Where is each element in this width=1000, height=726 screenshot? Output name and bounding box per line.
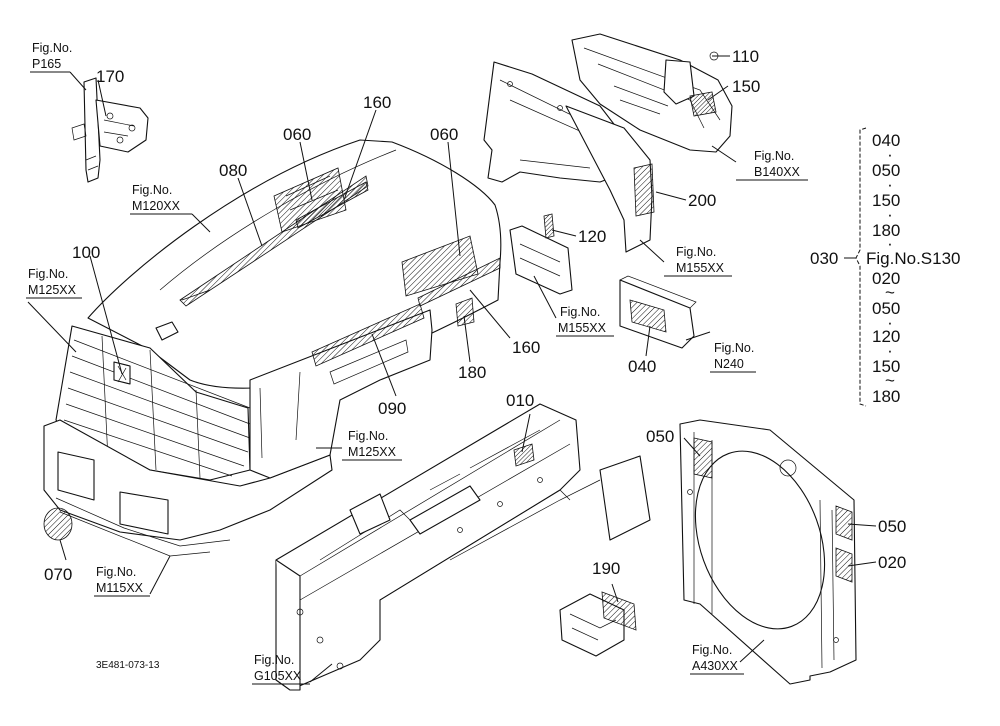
callout-040: 040 bbox=[628, 357, 656, 376]
fig-ref-m155-b-prefix: Fig.No. bbox=[560, 305, 600, 319]
fig-ref-m125-a[interactable]: M125XX bbox=[28, 283, 77, 297]
fig-ref-m120[interactable]: M120XX bbox=[132, 199, 181, 213]
callout-160-side: 160 bbox=[512, 338, 540, 357]
fig-ref-n240[interactable]: N240 bbox=[714, 357, 744, 371]
set-sep-3: · bbox=[887, 205, 893, 224]
callout-060-top: 060 bbox=[283, 125, 311, 144]
fig-ref-g105-prefix: Fig.No. bbox=[254, 653, 294, 667]
callout-160-top: 160 bbox=[363, 93, 391, 112]
callout-050-shroud: 050 bbox=[646, 427, 674, 446]
callouts: 170 160 060 080 060 100 160 180 090 070 … bbox=[44, 47, 906, 584]
callout-190: 190 bbox=[592, 559, 620, 578]
callout-170: 170 bbox=[96, 67, 124, 86]
fig-ref-b140[interactable]: B140XX bbox=[754, 165, 801, 179]
callout-120: 120 bbox=[578, 227, 606, 246]
callout-110: 110 bbox=[732, 47, 759, 66]
set-item-6: 020 bbox=[872, 269, 900, 288]
fig-ref-m155-a[interactable]: M155XX bbox=[676, 261, 725, 275]
radiator-shroud-drawing bbox=[679, 419, 857, 685]
emblem-070-drawing bbox=[43, 507, 73, 541]
callout-180: 180 bbox=[458, 363, 486, 382]
figure-references: Fig.No. P165 Fig.No. M120XX Fig.No. M125… bbox=[26, 41, 808, 685]
set-sep-1: · bbox=[887, 145, 893, 164]
fig-ref-m120-prefix: Fig.No. bbox=[132, 183, 172, 197]
diagram-code: 3E481-073-13 bbox=[96, 660, 160, 671]
fig-ref-m115[interactable]: M115XX bbox=[96, 581, 144, 595]
set-item-1: 040 bbox=[872, 131, 900, 150]
fig-ref-m125-b[interactable]: M125XX bbox=[348, 445, 397, 459]
set-item-3: 150 bbox=[872, 191, 900, 210]
callout-150: 150 bbox=[732, 77, 760, 96]
bracket-170-drawing bbox=[71, 77, 149, 183]
set-sep-7: · bbox=[887, 313, 893, 332]
set-item-9: 150 bbox=[872, 357, 900, 376]
callout-050-right: 050 bbox=[878, 517, 906, 536]
set-sep-6: ~ bbox=[885, 283, 895, 302]
fig-ref-b140-prefix: Fig.No. bbox=[754, 149, 794, 163]
callout-010: 010 bbox=[506, 391, 534, 410]
bracket-120-drawing bbox=[509, 213, 573, 295]
fig-ref-m115-prefix: Fig.No. bbox=[96, 565, 136, 579]
set-list: 040 · 050 · 150 · 180 · Fig.No.S130 020 … bbox=[866, 131, 961, 406]
callout-020: 020 bbox=[878, 553, 906, 572]
frame-drawing bbox=[275, 403, 651, 691]
set-sep-8: · bbox=[887, 341, 893, 360]
set-item-7: 050 bbox=[872, 299, 900, 318]
fig-ref-m155-a-prefix: Fig.No. bbox=[676, 245, 716, 259]
fig-ref-g105[interactable]: G105XX bbox=[254, 669, 302, 683]
set-bracket bbox=[844, 127, 867, 407]
leader-lines bbox=[27, 55, 877, 683]
callout-030: 030 bbox=[810, 249, 838, 268]
fig-ref-a430-prefix: Fig.No. bbox=[692, 643, 732, 657]
set-item-2: 050 bbox=[872, 161, 900, 180]
bracket-040-drawing bbox=[619, 275, 697, 349]
callout-200: 200 bbox=[688, 191, 716, 210]
set-sep-4: · bbox=[887, 234, 893, 253]
fig-ref-m155-b[interactable]: M155XX bbox=[558, 321, 607, 335]
callout-100: 100 bbox=[72, 243, 100, 262]
callout-070: 070 bbox=[44, 565, 72, 584]
bracket-190-drawing bbox=[559, 591, 637, 657]
fig-ref-m125-b-prefix: Fig.No. bbox=[348, 429, 388, 443]
fig-ref-a430[interactable]: A430XX bbox=[692, 659, 739, 673]
rear-panel-drawing bbox=[483, 61, 655, 253]
fig-ref-n240-prefix: Fig.No. bbox=[714, 341, 754, 355]
set-sep-2: · bbox=[887, 175, 893, 194]
instrument-panel-drawing bbox=[571, 33, 733, 153]
fig-ref-p165-prefix: Fig.No. bbox=[32, 41, 72, 55]
callout-080: 080 bbox=[219, 161, 247, 180]
fig-ref-m125-a-prefix: Fig.No. bbox=[28, 267, 68, 281]
callout-060-side: 060 bbox=[430, 125, 458, 144]
bonnet-drawing bbox=[43, 139, 502, 557]
fig-ref-p165[interactable]: P165 bbox=[32, 57, 61, 71]
set-sep-9: ~ bbox=[885, 371, 895, 390]
set-item-fig-s130[interactable]: Fig.No.S130 bbox=[866, 249, 961, 268]
set-item-4: 180 bbox=[872, 221, 900, 240]
set-item-10: 180 bbox=[872, 387, 900, 406]
set-item-8: 120 bbox=[872, 327, 900, 346]
callout-090: 090 bbox=[378, 399, 406, 418]
